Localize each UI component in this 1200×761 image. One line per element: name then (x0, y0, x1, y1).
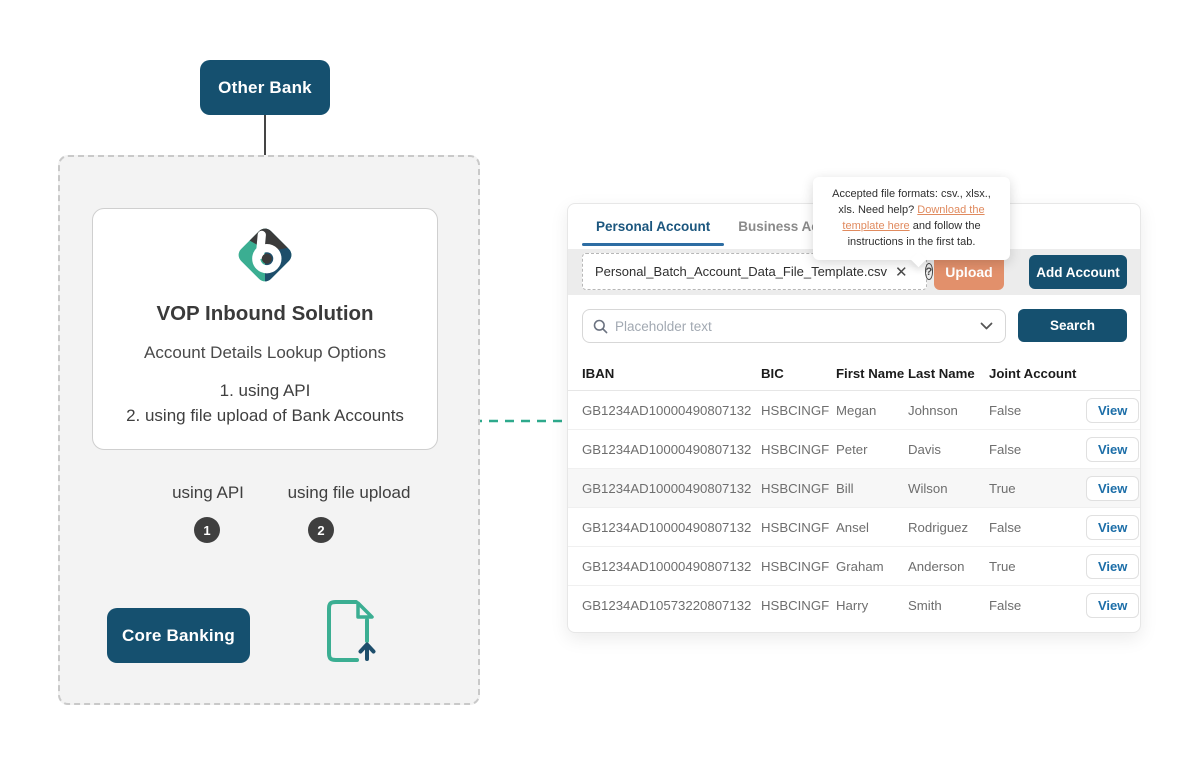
vop-card-subtitle: Account Details Lookup Options (144, 343, 386, 362)
cell-bic: HSBCINGF (761, 402, 830, 418)
cell-bic: HSBCINGF (761, 519, 830, 535)
cell-first-name: Ansel (836, 519, 869, 535)
vop-option-2: 2. using file upload of Bank Accounts (126, 406, 404, 425)
vop-logo-icon (93, 222, 437, 293)
branch-number-1: 1 (194, 517, 220, 543)
search-row: Search (568, 295, 1140, 357)
cell-last-name: Wilson (908, 480, 948, 496)
search-button[interactable]: Search (1018, 309, 1127, 342)
vop-solution-card: VOP Inbound Solution Account Details Loo… (92, 208, 438, 450)
cell-bic: HSBCINGF (761, 480, 830, 496)
help-icon[interactable]: ? (924, 263, 934, 280)
cell-last-name: Johnson (908, 402, 958, 418)
core-banking-node: Core Banking (107, 608, 250, 663)
cell-iban: GB1234AD10000490807132 (582, 519, 752, 535)
tooltip-text-after: and follow the instructions in the first… (847, 220, 981, 248)
table-row: GB1234AD10573220807132 HSBCINGF Harry Sm… (568, 586, 1140, 625)
table-row: GB1234AD10000490807132 HSBCINGF Graham A… (568, 547, 1140, 586)
vop-option-1: 1. using API (219, 381, 311, 400)
search-icon (593, 319, 608, 333)
column-header-joint-account: Joint Account (989, 366, 1077, 381)
tab-personal-account[interactable]: Personal Account (582, 204, 725, 249)
upload-button[interactable]: Upload (934, 254, 1004, 290)
cell-joint-account: True (989, 480, 1016, 496)
add-account-button[interactable]: Add Account (1029, 255, 1127, 289)
view-button[interactable]: View (1086, 436, 1140, 462)
vop-card-title: VOP Inbound Solution (156, 302, 374, 325)
cell-joint-account: False (989, 598, 1022, 613)
view-button[interactable]: View (1086, 397, 1140, 423)
download-template-link[interactable]: Download the template here (842, 204, 985, 232)
search-input[interactable] (615, 318, 980, 334)
table-row: GB1234AD10000490807132 HSBCINGF Peter Da… (568, 430, 1140, 469)
cell-bic: HSBCINGF (761, 558, 830, 574)
cell-iban: GB1234AD10000490807132 (582, 558, 752, 574)
cell-bic: HSBCINGF (761, 598, 830, 613)
table-row: GB1234AD10000490807132 HSBCINGF Bill Wil… (568, 469, 1140, 508)
cell-joint-account: True (989, 558, 1016, 574)
cell-last-name: Davis (908, 441, 941, 457)
cell-last-name: Rodriguez (908, 519, 969, 535)
column-header-first-name: First Name (836, 366, 905, 381)
other-bank-node: Other Bank (200, 60, 330, 115)
cell-last-name: Anderson (908, 558, 965, 574)
account-management-panel: Personal Account Business Account Person… (567, 203, 1141, 633)
clear-file-icon[interactable]: ✕ (894, 263, 908, 281)
table-header-row: IBAN BIC First Name Last Name Joint Acco… (568, 357, 1140, 391)
file-upload-icon (320, 596, 376, 671)
cell-iban: GB1234AD10573220807132 (582, 598, 752, 613)
cell-iban: GB1234AD10000490807132 (582, 480, 752, 496)
table-row: GB1234AD10000490807132 HSBCINGF Ansel Ro… (568, 508, 1140, 547)
view-button[interactable]: View (1086, 593, 1140, 618)
cell-joint-account: False (989, 402, 1022, 418)
table-row: GB1234AD10000490807132 HSBCINGF Megan Jo… (568, 391, 1140, 430)
cell-last-name: Smith (908, 598, 942, 613)
selected-file-name: Personal_Batch_Account_Data_File_Templat… (595, 264, 887, 279)
column-header-iban: IBAN (582, 366, 615, 381)
chevron-down-icon[interactable] (980, 322, 993, 330)
cell-first-name: Bill (836, 480, 854, 496)
branch-label-api: using API (172, 483, 244, 502)
cell-joint-account: False (989, 519, 1022, 535)
cell-first-name: Peter (836, 441, 868, 457)
other-bank-label: Other Bank (218, 77, 312, 97)
vop-card-options: 1. using API 2. using file upload of Ban… (93, 378, 437, 428)
cell-first-name: Megan (836, 402, 877, 418)
cell-iban: GB1234AD10000490807132 (582, 441, 752, 457)
cell-joint-account: False (989, 441, 1022, 457)
core-banking-label: Core Banking (122, 625, 235, 645)
tab-personal-account-label: Personal Account (596, 219, 711, 234)
column-header-bic: BIC (761, 366, 784, 381)
branch-label-file-upload: using file upload (287, 483, 411, 502)
cell-iban: GB1234AD10000490807132 (582, 402, 752, 418)
file-format-tooltip: Accepted file formats: csv., xlsx., xls.… (813, 177, 1010, 268)
cell-first-name: Graham (836, 558, 884, 574)
search-box[interactable] (582, 309, 1006, 343)
view-button[interactable]: View (1086, 475, 1140, 501)
view-button[interactable]: View (1086, 553, 1140, 579)
cell-bic: HSBCINGF (761, 441, 830, 457)
tooltip-text-before: Accepted file formats: csv., xlsx., xls.… (832, 188, 991, 216)
branch-number-2: 2 (308, 517, 334, 543)
view-button[interactable]: View (1086, 514, 1140, 540)
cell-first-name: Harry (836, 598, 869, 613)
column-header-last-name: Last Name (908, 366, 975, 381)
